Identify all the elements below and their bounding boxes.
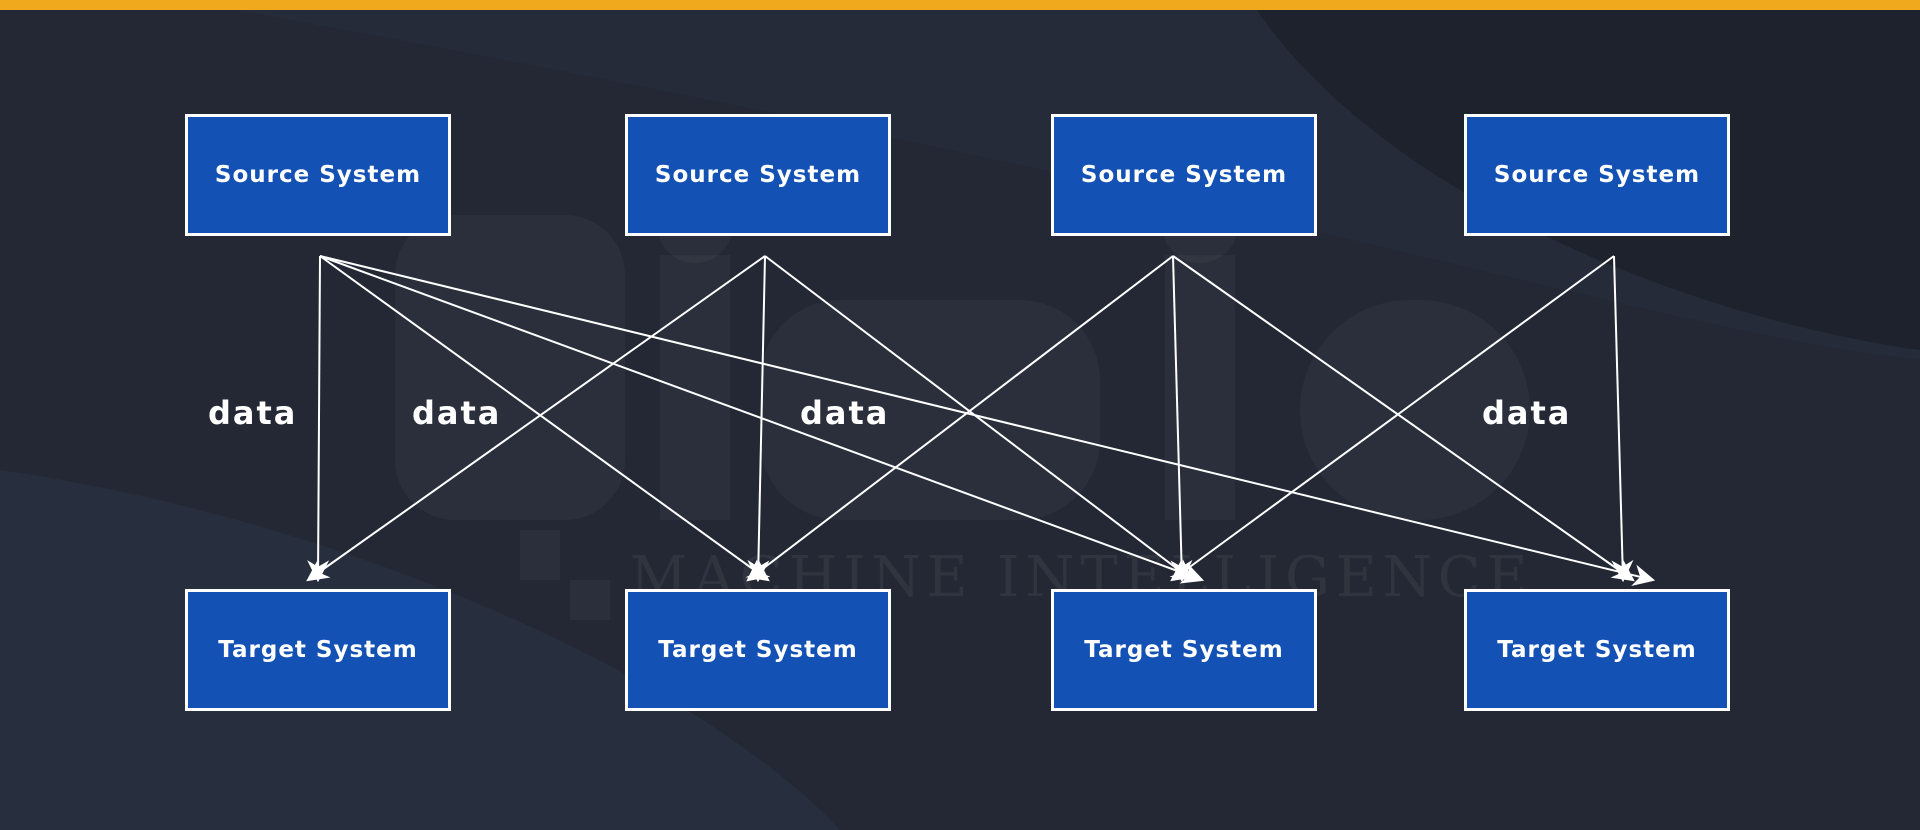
- accent-top-bar: [0, 0, 1920, 10]
- target-system-3[interactable]: Target System: [1051, 589, 1317, 711]
- source-system-4[interactable]: Source System: [1464, 114, 1730, 236]
- connection-arrow-s3-t4: [1172, 255, 1635, 582]
- target-system-2[interactable]: Target System: [625, 589, 891, 711]
- connection-arrow-s2-t2: [747, 255, 770, 583]
- connection-arrow-s2-t3: [764, 255, 1194, 582]
- connection-arrow-s2-t1: [306, 255, 766, 582]
- connection-arrow-s4-t3: [1170, 255, 1615, 582]
- connection-arrow-s1-t2: [319, 255, 770, 582]
- connection-arrow-s3-t2: [746, 255, 1174, 582]
- target-system-1[interactable]: Target System: [185, 589, 451, 711]
- source-system-3[interactable]: Source System: [1051, 114, 1317, 236]
- edge-label-data-4: data: [1482, 394, 1572, 432]
- connection-arrow-s1-t4: [319, 255, 1656, 587]
- source-system-1[interactable]: Source System: [185, 114, 451, 236]
- connection-arrow-s1-t1: [307, 255, 330, 583]
- target-system-4[interactable]: Target System: [1464, 589, 1730, 711]
- connection-arrow-s4-t4: [1611, 255, 1634, 583]
- edge-label-data-3: data: [800, 394, 890, 432]
- connection-arrow-s3-t3: [1170, 255, 1193, 583]
- edge-label-data-2: data: [412, 394, 502, 432]
- edge-label-data-1: data: [208, 394, 298, 432]
- source-system-2[interactable]: Source System: [625, 114, 891, 236]
